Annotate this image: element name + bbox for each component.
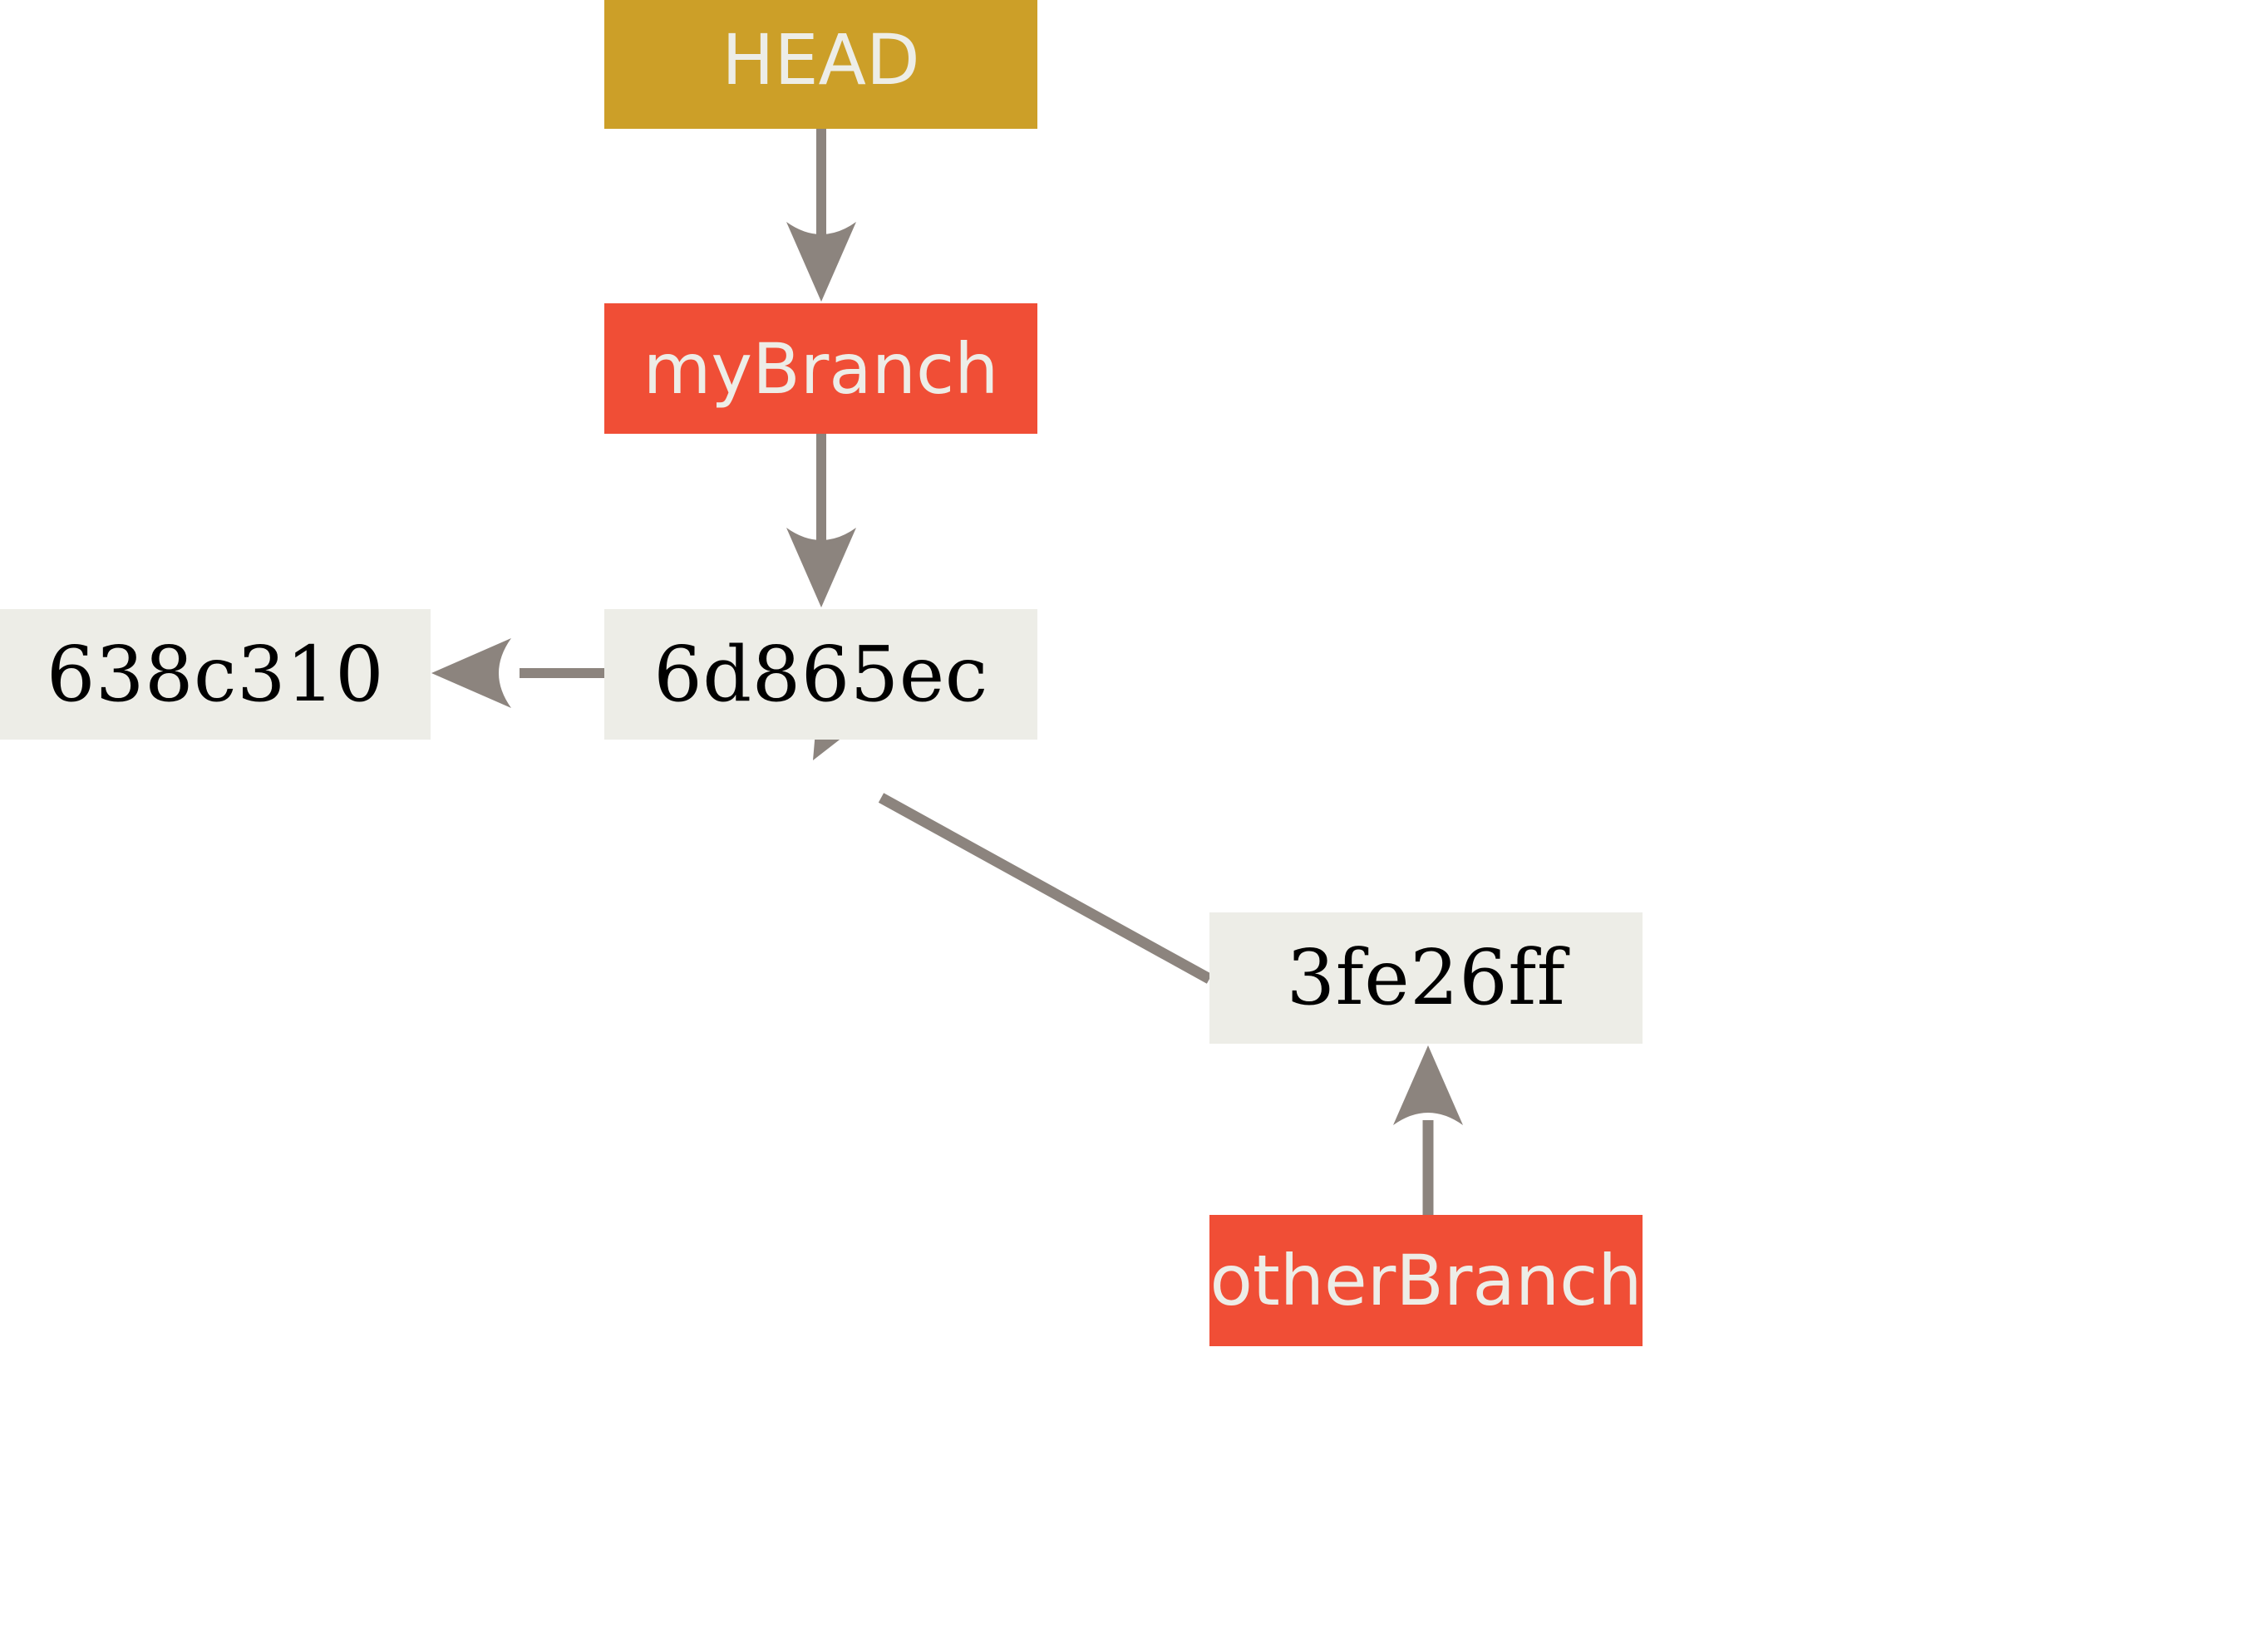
node-commit-3fe26ff[interactable]: 3fe26ff [1209, 912, 1643, 1044]
node-commit-638c310[interactable]: 638c310 [0, 609, 431, 740]
node-commit-6d865ec-label: 6d865ec [653, 629, 988, 719]
node-head[interactable]: HEAD [604, 0, 1037, 129]
edge-mybranch-to-6d865ec [786, 434, 856, 607]
node-otherbranch-label: otherBranch [1209, 1240, 1643, 1321]
node-commit-6d865ec[interactable]: 6d865ec [604, 609, 1037, 740]
edge-otherbranch-to-3fe26ff [1393, 1045, 1463, 1215]
edge-6d865ec-to-638c310 [431, 638, 604, 708]
node-mybranch-label: myBranch [643, 327, 999, 410]
node-commit-638c310-label: 638c310 [46, 629, 385, 719]
node-otherbranch[interactable]: otherBranch [1209, 1215, 1643, 1346]
node-head-label: HEAD [722, 18, 920, 101]
edge-head-to-mybranch [786, 129, 856, 302]
node-commit-3fe26ff-label: 3fe26ff [1286, 933, 1566, 1022]
node-mybranch[interactable]: myBranch [604, 303, 1037, 434]
